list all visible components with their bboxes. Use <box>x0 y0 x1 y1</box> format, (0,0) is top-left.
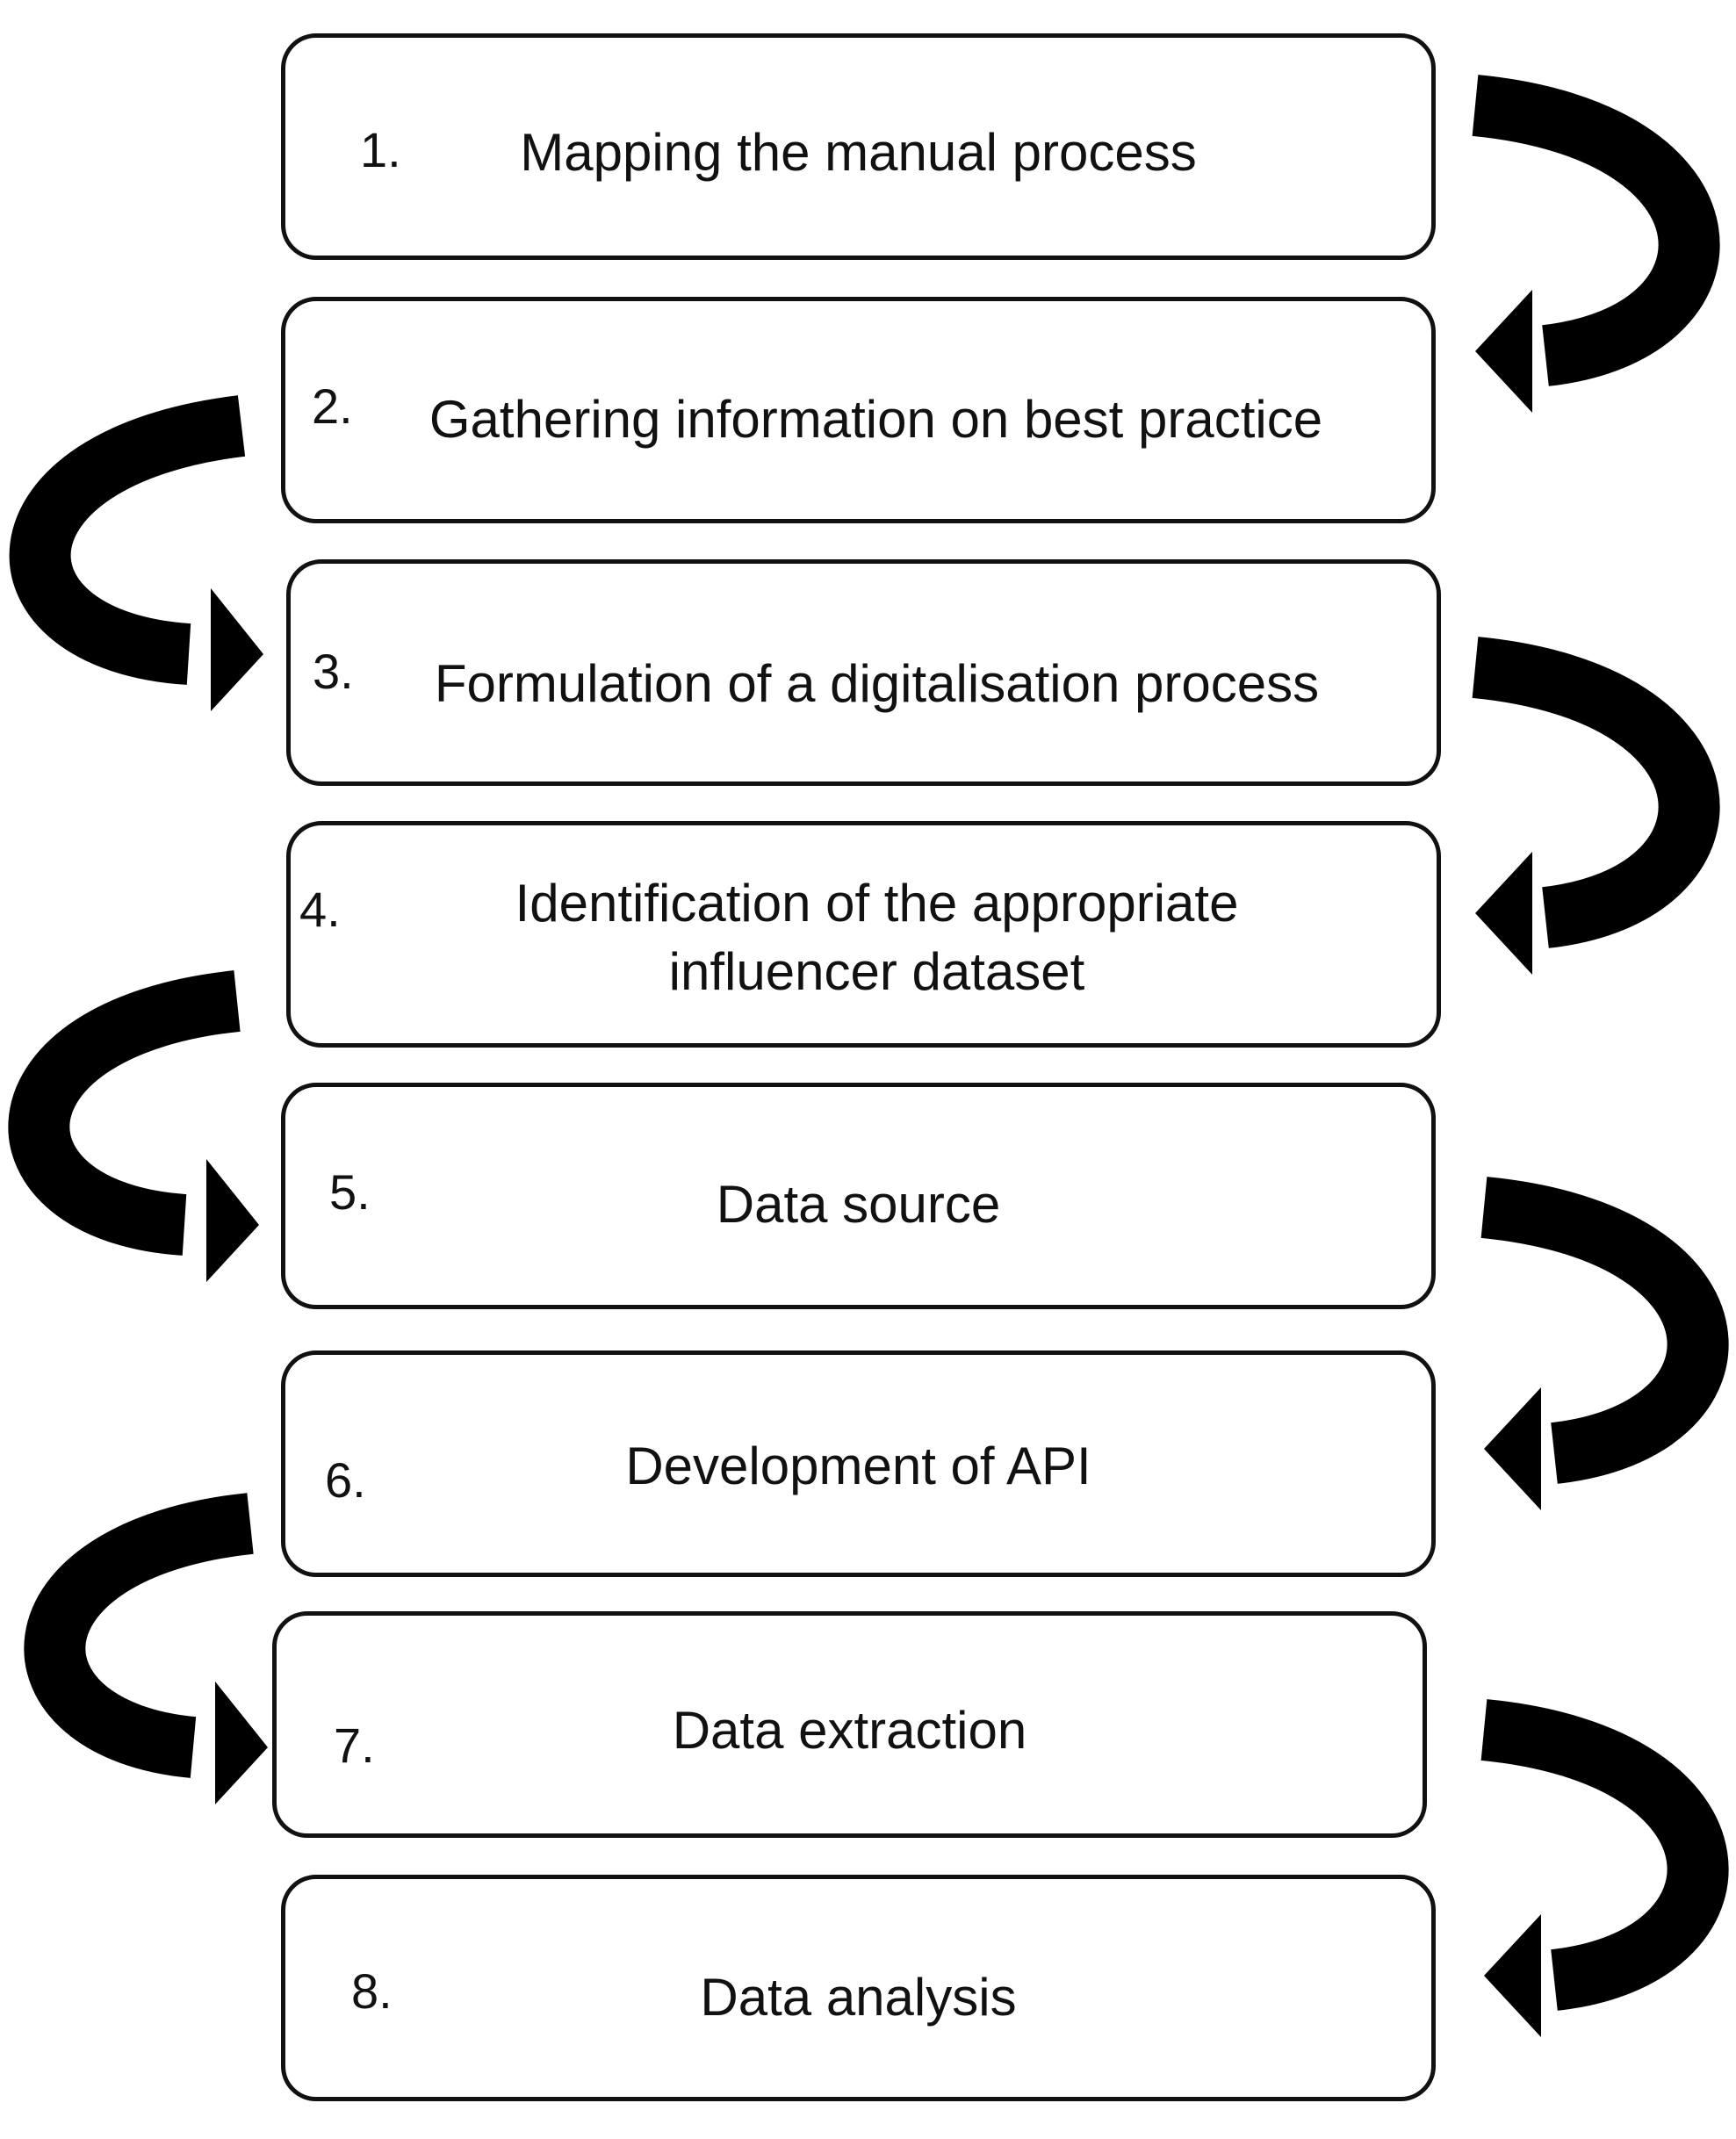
arrow-7-to-8 <box>1480 1699 1729 2037</box>
arrow-6-to-7 <box>24 1493 268 1804</box>
step-label: Mapping the manual process <box>520 123 1197 182</box>
step-box-6: 6. Development of API <box>281 1350 1436 1577</box>
step-number: 3. <box>313 644 354 699</box>
step-number: 7. <box>334 1718 375 1773</box>
step-number: 5. <box>329 1164 371 1220</box>
step-label: Development of API <box>625 1437 1091 1495</box>
step-number: 4. <box>299 882 341 937</box>
step-label: Formulation of a digitalisation process <box>434 654 1320 713</box>
step-number: 1. <box>360 122 401 177</box>
step-number: 6. <box>325 1452 366 1508</box>
step-number: 2. <box>312 378 353 434</box>
step-box-2: 2. Gathering information on best practic… <box>281 297 1436 523</box>
arrow-4-to-5 <box>8 970 259 1282</box>
step-label: Identification of the appropriate influe… <box>515 874 1239 1001</box>
step-label: Gathering information on best practice <box>429 390 1323 449</box>
arrow-2-to-3 <box>9 395 263 711</box>
step-label: Data extraction <box>672 1701 1027 1760</box>
step-box-5: 5. Data source <box>281 1083 1436 1309</box>
step-box-3: 3. Formulation of a digitalisation proce… <box>286 559 1441 786</box>
step-box-1: 1. Mapping the manual process <box>281 33 1436 260</box>
arrow-1-to-2 <box>1472 75 1720 413</box>
step-box-8: 8. Data analysis <box>281 1875 1436 2101</box>
step-number: 8. <box>351 1963 393 2019</box>
step-label: Data analysis <box>700 1968 1017 2027</box>
arrow-5-to-6 <box>1480 1177 1729 1510</box>
step-label: Data source <box>716 1175 1001 1234</box>
step-box-7: 7. Data extraction <box>272 1611 1427 1838</box>
step-box-4: 4. Identification of the appropriate inf… <box>286 821 1441 1048</box>
arrow-3-to-4 <box>1472 637 1720 975</box>
